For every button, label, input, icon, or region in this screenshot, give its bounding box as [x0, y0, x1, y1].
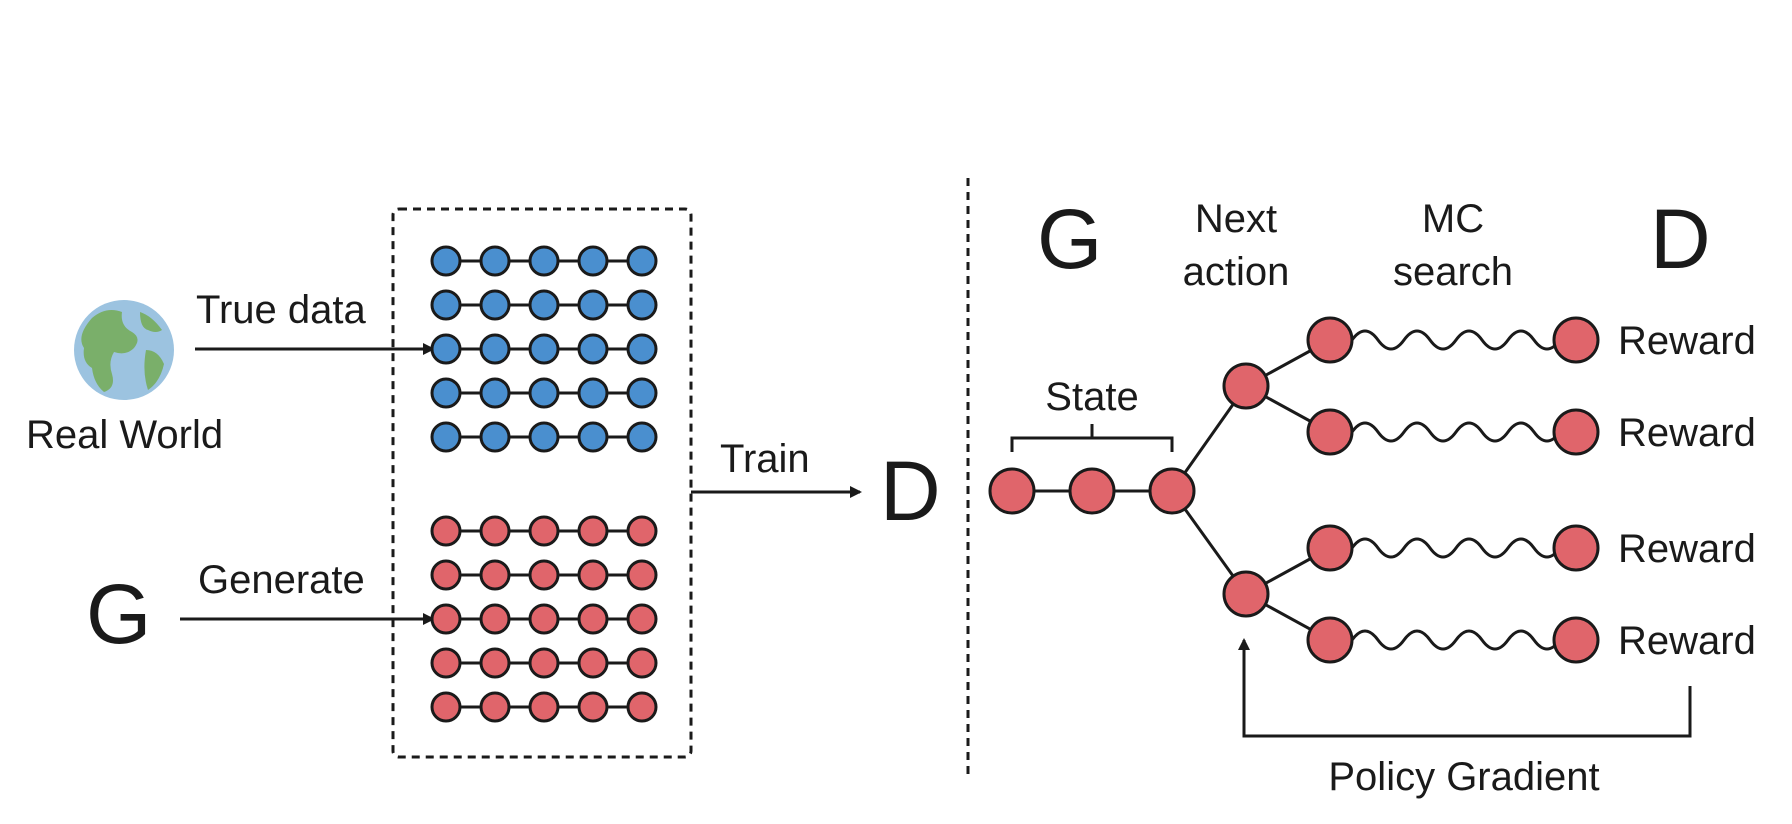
mc-end-node-4: [1552, 616, 1600, 664]
fake-sequence-node-1-4: [577, 515, 609, 547]
state-node-3: [1148, 467, 1196, 515]
fake-sequence-node-4-5: [626, 647, 658, 679]
real-sequence-node-1-1: [430, 245, 462, 277]
real-sequence-node-4-4: [577, 377, 609, 409]
real-sequence-node-5-3: [528, 421, 560, 453]
mc-rollout-4: [1350, 629, 1562, 651]
reward-label-1: Reward: [1618, 319, 1756, 363]
real-sequence-node-3-4: [577, 333, 609, 365]
fake-sequence-node-3-2: [479, 603, 511, 635]
fake-sequence-node-2-4: [577, 559, 609, 591]
fake-sequence-node-4-4: [577, 647, 609, 679]
fake-sequence-node-5-3: [528, 691, 560, 723]
generator-label-right: G: [1037, 192, 1102, 286]
fake-sequence-node-2-2: [479, 559, 511, 591]
reward-label-4: Reward: [1618, 619, 1756, 663]
fake-sequence-node-4-3: [528, 647, 560, 679]
fake-sequence-node-5-2: [479, 691, 511, 723]
real-sequence-node-1-5: [626, 245, 658, 277]
real-sequence-node-5-5: [626, 421, 658, 453]
real-sequence-node-1-3: [528, 245, 560, 277]
real-sequence-grid: [430, 245, 658, 453]
real-sequence-node-3-2: [479, 333, 511, 365]
mc-search-label-line2: search: [1393, 250, 1513, 294]
mc-start-node-1: [1306, 316, 1354, 364]
fake-sequence-node-1-5: [626, 515, 658, 547]
fake-sequence-node-4-2: [479, 647, 511, 679]
policy-gradient-label: Policy Gradient: [1328, 755, 1599, 799]
right-panel: G Next action MC search D State: [988, 192, 1756, 799]
generator-label-left: G: [86, 567, 151, 661]
fake-sequence-node-5-4: [577, 691, 609, 723]
mc-end-node-2: [1552, 408, 1600, 456]
mc-search-label-line1: MC: [1422, 197, 1484, 241]
mc-rollout-2: [1350, 421, 1562, 443]
mc-end-node-1: [1552, 316, 1600, 364]
fake-sequence-node-2-1: [430, 559, 462, 591]
train-label: Train: [720, 437, 810, 481]
real-sequence-node-5-1: [430, 421, 462, 453]
real-sequence-node-3-3: [528, 333, 560, 365]
state-node-1: [988, 467, 1036, 515]
fake-sequence-node-1-1: [430, 515, 462, 547]
mc-start-node-4: [1306, 616, 1354, 664]
real-sequence-node-1-2: [479, 245, 511, 277]
mc-start-node-3: [1306, 524, 1354, 572]
next-action-label-line1: Next: [1195, 197, 1277, 241]
fake-sequence-node-4-1: [430, 647, 462, 679]
real-sequence-node-1-4: [577, 245, 609, 277]
fake-sequence-node-3-3: [528, 603, 560, 635]
real-sequence-node-5-2: [479, 421, 511, 453]
state-bracket: [1010, 424, 1174, 452]
real-sequence-node-5-4: [577, 421, 609, 453]
true-data-label: True data: [196, 288, 366, 332]
real-sequence-node-2-1: [430, 289, 462, 321]
next-action-label-line2: action: [1183, 250, 1290, 294]
mc-rollout-1: [1350, 329, 1562, 351]
globe-icon: [74, 300, 174, 400]
fake-sequence-node-3-1: [430, 603, 462, 635]
mc-rollout-3: [1350, 537, 1562, 559]
state-label: State: [1045, 375, 1138, 419]
mc-start-node-2: [1306, 408, 1354, 456]
fake-sequence-node-5-5: [626, 691, 658, 723]
discriminator-label-right: D: [1650, 192, 1711, 286]
real-sequence-node-2-5: [626, 289, 658, 321]
fake-sequence-node-5-1: [430, 691, 462, 723]
next-action-node-lower: [1222, 570, 1270, 618]
fake-sequence-node-1-2: [479, 515, 511, 547]
reward-label-3: Reward: [1618, 527, 1756, 571]
real-sequence-node-3-1: [430, 333, 462, 365]
fake-sequence-node-3-4: [577, 603, 609, 635]
fake-sequence-node-1-3: [528, 515, 560, 547]
real-sequence-node-4-2: [479, 377, 511, 409]
real-sequence-node-4-1: [430, 377, 462, 409]
fake-sequence-node-2-3: [528, 559, 560, 591]
policy-gradient-arrow: [1238, 638, 1692, 738]
real-world-label: Real World: [26, 413, 223, 457]
generate-label: Generate: [198, 558, 365, 602]
real-sequence-node-2-3: [528, 289, 560, 321]
real-sequence-node-4-3: [528, 377, 560, 409]
mc-end-node-3: [1552, 524, 1600, 572]
fake-sequence-node-2-5: [626, 559, 658, 591]
next-action-node-upper: [1222, 362, 1270, 410]
state-node-2: [1068, 467, 1116, 515]
fake-sequence-node-3-5: [626, 603, 658, 635]
reward-label-2: Reward: [1618, 411, 1756, 455]
real-sequence-node-3-5: [626, 333, 658, 365]
discriminator-label-left: D: [880, 444, 941, 538]
left-panel: Real World True data G Generate Train D: [26, 207, 941, 759]
real-sequence-node-4-5: [626, 377, 658, 409]
real-sequence-node-2-2: [479, 289, 511, 321]
real-sequence-node-2-4: [577, 289, 609, 321]
fake-sequence-grid: [430, 515, 658, 723]
sample-box: [391, 207, 693, 759]
